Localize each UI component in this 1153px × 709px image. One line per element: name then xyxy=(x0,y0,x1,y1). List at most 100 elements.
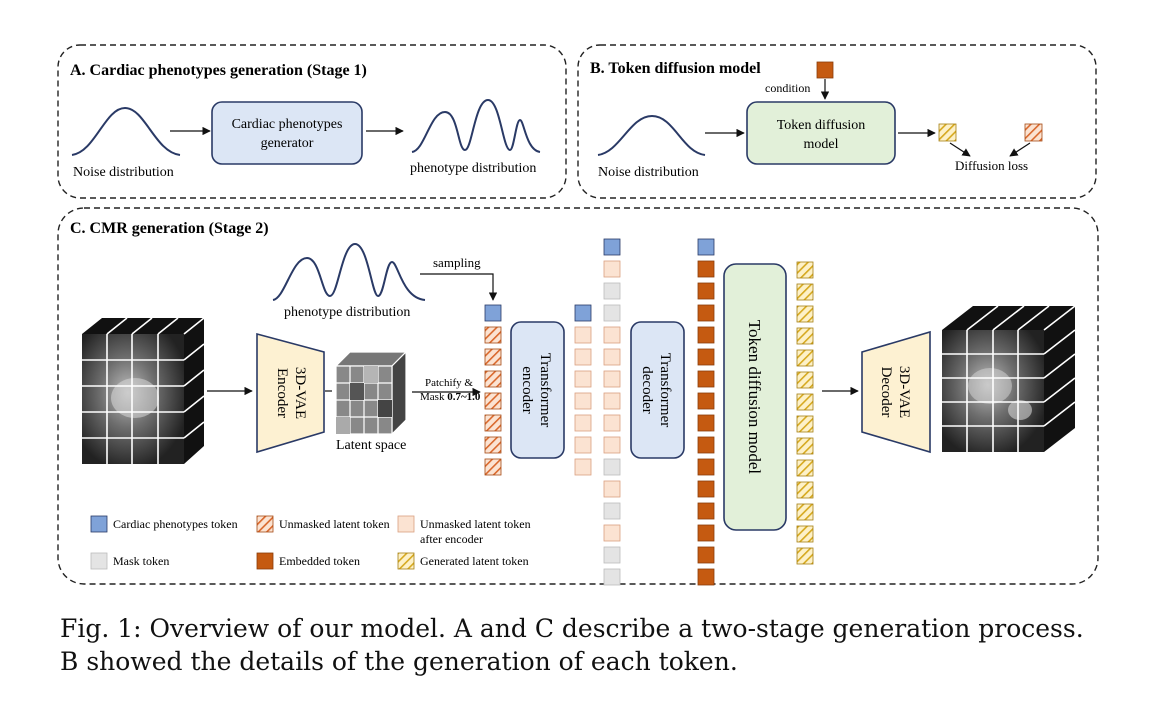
token xyxy=(484,348,502,366)
latent-space-cube xyxy=(334,350,408,436)
panel-c-title: C. CMR generation (Stage 2) xyxy=(70,220,269,237)
token xyxy=(796,525,814,543)
token xyxy=(796,327,814,345)
token xyxy=(697,238,715,256)
transformer-decoder-box xyxy=(630,321,685,459)
token xyxy=(603,502,621,520)
noise-curve-b xyxy=(597,114,706,156)
token xyxy=(484,436,502,454)
token xyxy=(697,524,715,542)
legend-cardiac-token: Cardiac phenotypes token xyxy=(113,517,238,531)
column-embedded-tokens xyxy=(697,238,715,586)
encoder-label-2: Encoder xyxy=(274,368,290,418)
diffusion-loss-label: Diffusion loss xyxy=(955,158,1028,173)
decoder-label-2: Decoder xyxy=(878,367,894,418)
input-mri-cube xyxy=(82,317,205,464)
token xyxy=(796,393,814,411)
figure-caption: Fig. 1: Overview of our model. A and C d… xyxy=(60,612,1120,678)
column-encoded-tokens xyxy=(574,304,592,476)
condition-label: condition xyxy=(765,81,810,95)
token xyxy=(574,348,592,366)
token xyxy=(697,414,715,432)
token xyxy=(796,305,814,323)
panel-c: C. CMR generation (Stage 2) phenotype di… xyxy=(57,207,1099,586)
token xyxy=(697,480,715,498)
legend-swatch-mask xyxy=(90,552,108,570)
legend: Cardiac phenotypes token Unmasked latent… xyxy=(90,515,531,570)
patchify-mask-text: Mask xyxy=(420,391,447,403)
vae-decoder xyxy=(861,330,931,454)
token xyxy=(796,261,814,279)
loss-arrow-right xyxy=(1009,142,1031,157)
token-diffusion-box-c xyxy=(723,263,787,531)
transformer-encoder-label-1: Transformer xyxy=(537,353,553,427)
phenotype-label-c: phenotype distribution xyxy=(284,305,410,320)
token xyxy=(603,458,621,476)
noise-label-b: Noise distribution xyxy=(598,165,699,180)
legend-mask-token: Mask token xyxy=(113,554,169,568)
token xyxy=(574,458,592,476)
column-generated-tokens xyxy=(796,261,814,565)
token xyxy=(697,304,715,322)
generator-label-1: Cardiac phenotypes xyxy=(232,117,343,132)
transformer-encoder-label-2: encoder xyxy=(519,366,535,413)
caption-line-2: B showed the details of the generation o… xyxy=(60,647,738,676)
token-diffusion-box-b xyxy=(746,101,896,165)
token xyxy=(796,283,814,301)
token xyxy=(603,392,621,410)
latent-label: Latent space xyxy=(336,438,406,453)
token xyxy=(603,480,621,498)
token xyxy=(796,481,814,499)
token xyxy=(697,392,715,410)
legend-swatch-unmasked-after xyxy=(397,515,415,533)
legend-unmasked-after-1: Unmasked latent token xyxy=(420,517,531,531)
token xyxy=(796,503,814,521)
legend-swatch-cardiac xyxy=(90,515,108,533)
token xyxy=(796,547,814,565)
noise-curve-a xyxy=(71,106,181,156)
panel-a: A. Cardiac phenotypes generation (Stage … xyxy=(57,44,567,199)
token xyxy=(796,437,814,455)
token xyxy=(697,370,715,388)
token xyxy=(484,414,502,432)
token-diffusion-label: Token diffusion model xyxy=(745,320,764,475)
token xyxy=(796,371,814,389)
phenotype-label-a: phenotype distribution xyxy=(410,161,536,176)
token xyxy=(697,348,715,366)
legend-swatch-unmasked xyxy=(256,515,274,533)
legend-unmasked-after-2: after encoder xyxy=(420,532,483,546)
token xyxy=(697,282,715,300)
legend-swatch-generated xyxy=(397,552,415,570)
panel-b-border xyxy=(577,44,1097,199)
panel-a-border xyxy=(57,44,567,199)
noise-label-a: Noise distribution xyxy=(73,165,174,180)
panel-b: B. Token diffusion model condition Noise… xyxy=(577,44,1097,199)
legend-generated-token: Generated latent token xyxy=(420,554,529,568)
panel-c-border xyxy=(57,207,1099,585)
decoder-label-1: 3D-VAE xyxy=(896,366,912,418)
model-label-2: model xyxy=(804,137,839,152)
phenotype-curve-a xyxy=(411,98,541,153)
legend-unmasked-token: Unmasked latent token xyxy=(279,517,390,531)
token xyxy=(603,370,621,388)
token xyxy=(603,238,621,256)
encoder-label-1: 3D-VAE xyxy=(292,367,308,419)
token xyxy=(484,370,502,388)
token xyxy=(697,502,715,520)
generator-label-2: generator xyxy=(261,136,314,151)
token xyxy=(484,326,502,344)
legend-swatch-embedded xyxy=(256,552,274,570)
token xyxy=(603,304,621,322)
token xyxy=(697,260,715,278)
column-input-tokens xyxy=(484,304,502,476)
token xyxy=(796,415,814,433)
panel-b-title: B. Token diffusion model xyxy=(590,60,761,77)
token xyxy=(603,348,621,366)
token xyxy=(484,458,502,476)
token xyxy=(697,546,715,564)
condition-token xyxy=(816,61,834,79)
column-decoder-input xyxy=(603,238,621,586)
panel-a-title: A. Cardiac phenotypes generation (Stage … xyxy=(70,62,367,79)
token xyxy=(796,349,814,367)
